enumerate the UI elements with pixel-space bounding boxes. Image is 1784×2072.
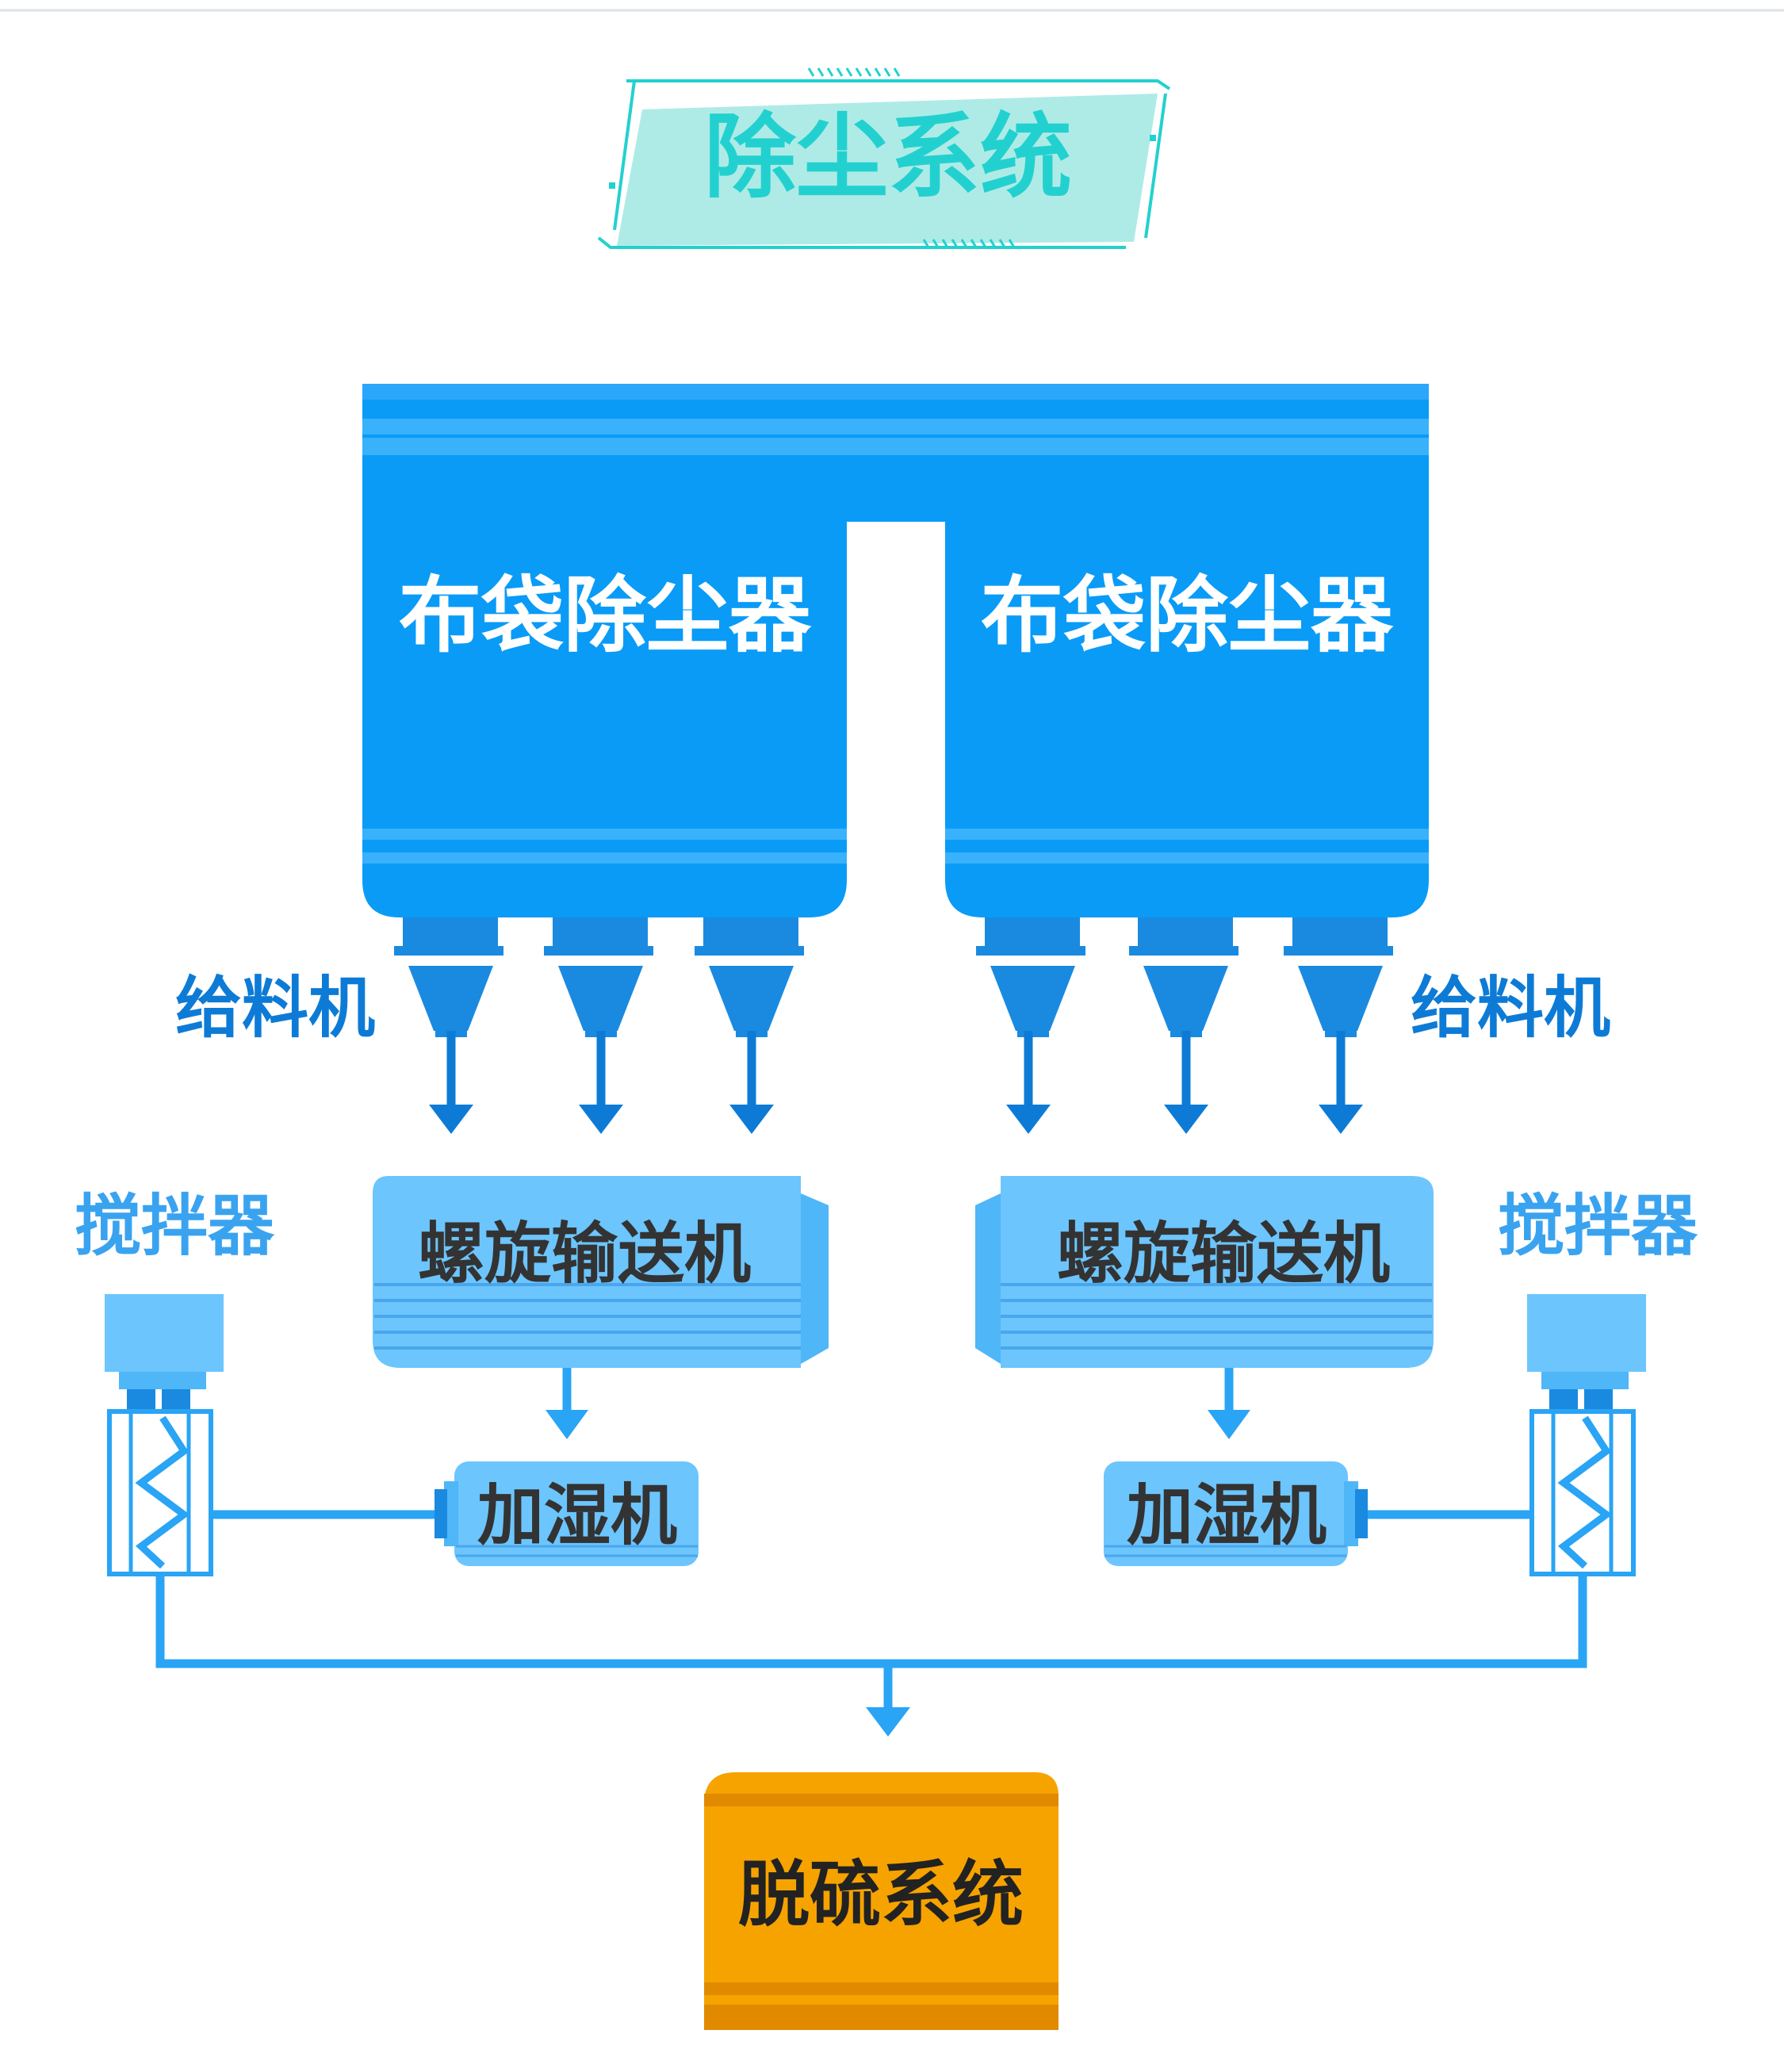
mixer-right-label: 搅拌器 (1498, 1187, 1698, 1265)
feeder-hoppers (394, 917, 1393, 1037)
hopper (394, 917, 503, 1037)
output-arrow-head (866, 1707, 910, 1737)
humidifier-right: 加湿机 (1104, 1461, 1368, 1566)
page-title: 除尘系统 (704, 104, 1072, 211)
humidifier-left-label: 加湿机 (477, 1476, 677, 1554)
desulfurization-system: 脱硫系统 (704, 1772, 1059, 2030)
conveyor-arrows (546, 1368, 1250, 1439)
feeder-left-label: 给料机 (175, 969, 375, 1047)
hopper (1284, 917, 1393, 1037)
screw-conveyor-left: 螺旋输送机 (373, 1176, 829, 1368)
hopper (1129, 917, 1238, 1037)
dust-collector-right-label: 布袋除尘器 (981, 567, 1394, 664)
screw-conveyor-left-label: 螺旋输送机 (418, 1215, 751, 1293)
title-banner: 除尘系统 (597, 67, 1171, 249)
screw-conveyor-right: 螺旋输送机 (975, 1176, 1434, 1368)
mixer-left-label: 搅拌器 (75, 1187, 275, 1265)
mixer-right (1527, 1294, 1646, 1576)
humidifier-right-label: 加湿机 (1127, 1476, 1327, 1554)
humidifier-left: 加湿机 (435, 1461, 699, 1566)
hopper (544, 917, 653, 1037)
feeder-right-label: 给料机 (1411, 969, 1610, 1047)
dust-collector-left-label: 布袋除尘器 (399, 567, 812, 664)
hopper (976, 917, 1085, 1037)
hopper (695, 917, 804, 1037)
desulfurization-label: 脱硫系统 (738, 1853, 1024, 1936)
feed-arrows (429, 1031, 1363, 1134)
mixer-left (105, 1294, 224, 1576)
dust-collector-unit: 布袋除尘器 布袋除尘器 (362, 384, 1429, 917)
screw-conveyor-right-label: 螺旋输送机 (1057, 1215, 1390, 1293)
output-pipes (155, 1574, 1587, 1709)
